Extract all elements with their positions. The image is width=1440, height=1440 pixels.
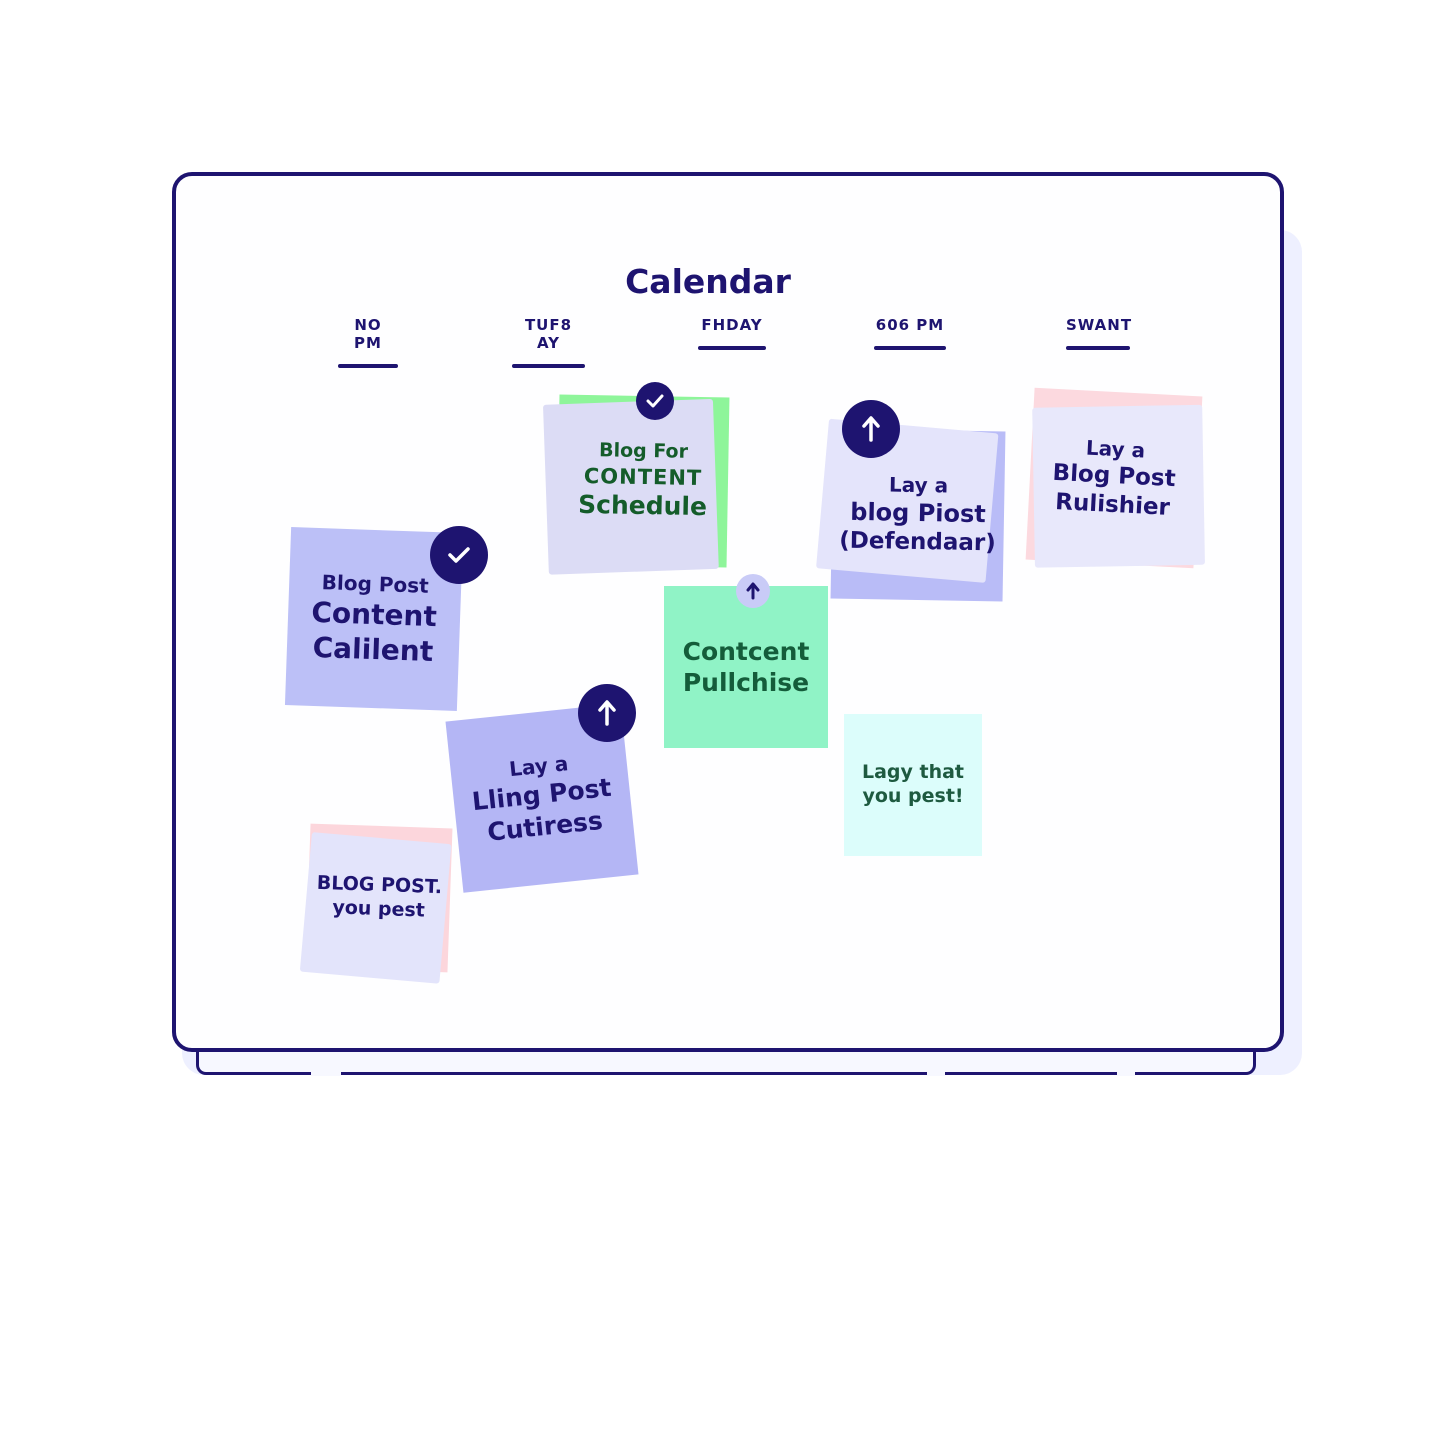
calendar-title: Calendar xyxy=(625,262,791,301)
sticky-note-blog-post-you-pest[interactable]: BLOG POST. you pest xyxy=(299,823,453,984)
note-line: Contcent xyxy=(682,636,810,666)
column-label: NO PM xyxy=(354,316,382,352)
column-label: 606 PM xyxy=(875,316,945,334)
board-stand xyxy=(196,1050,1256,1076)
note-line: Pullchise xyxy=(682,668,810,697)
note-line: Lagy that xyxy=(861,761,965,784)
sticky-note-lagy-that[interactable]: Lagy that you pest! xyxy=(836,714,988,864)
note-line: Content xyxy=(310,595,438,633)
sticky-note-blog-schedule[interactable]: Blog For CONTENT Schedule xyxy=(542,394,730,575)
note-line: Blog For xyxy=(598,439,689,464)
note-line: you pest xyxy=(332,896,426,922)
check-icon[interactable] xyxy=(636,382,674,420)
sticky-note-blog-post-rulishier[interactable]: Lay a Blog Post Rulishier xyxy=(1025,387,1205,569)
column-label: FHDAY xyxy=(701,316,763,334)
note-line: Rulishier xyxy=(1054,488,1171,521)
column-header-5[interactable]: SWANT xyxy=(1066,316,1133,350)
column-header-4[interactable]: 606 PM xyxy=(874,316,946,350)
note-line: CONTENT xyxy=(583,464,703,491)
note-line: Calilent xyxy=(312,630,434,668)
column-label: SWANT xyxy=(1066,316,1133,334)
arrow-up-icon[interactable] xyxy=(842,400,900,458)
note-line: Blog Post xyxy=(321,569,430,598)
note-line: Lay a xyxy=(1085,435,1146,463)
column-header-3[interactable]: FHDAY xyxy=(698,316,766,350)
arrow-up-icon[interactable] xyxy=(736,574,770,608)
check-icon[interactable] xyxy=(430,526,488,584)
sticky-note-contcent-pullchise[interactable]: Contcent Pullchise xyxy=(651,586,828,777)
arrow-up-icon[interactable] xyxy=(578,684,636,742)
column-header-1[interactable]: NO PM xyxy=(338,316,398,368)
note-line: Schedule xyxy=(577,490,708,522)
note-line: blog Piost xyxy=(850,497,987,529)
note-line: Lay a xyxy=(888,472,949,498)
column-header-2[interactable]: TUF8 AY xyxy=(512,316,585,368)
note-line: you pest! xyxy=(862,785,964,807)
note-line: (Defendaar) xyxy=(839,527,997,557)
column-label: TUF8 AY xyxy=(524,316,573,352)
